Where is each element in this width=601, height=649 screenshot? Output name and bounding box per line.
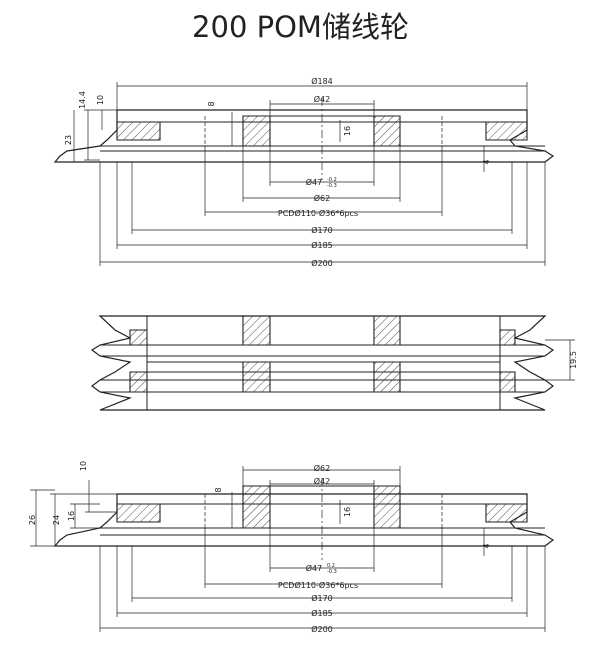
dim-d62: Ø62: [314, 193, 330, 203]
dim-pitch: 19.5: [569, 351, 578, 369]
dim-d200: Ø200: [311, 624, 333, 634]
dim-d62: Ø62: [314, 463, 330, 473]
dim-h8: 8: [207, 101, 216, 106]
dim-h8: 8: [214, 487, 223, 492]
dim-d47: Ø47: [306, 563, 322, 573]
dim-h4: 4: [482, 543, 491, 548]
dim-h16: 16: [343, 126, 352, 136]
dim-h23: 23: [64, 135, 73, 145]
dim-d185: Ø185: [311, 608, 333, 618]
dim-d47-tol-minus: -0.3: [327, 183, 337, 189]
bottom-section-view: Ø62 Ø42 10 8 16 16 24 26 4 Ø47 0.2 -0.3: [28, 461, 555, 634]
dim-h24: 24: [52, 515, 61, 525]
middle-stacked-view: 19.5: [90, 315, 578, 411]
drawing-title: 200 POM储线轮: [192, 10, 409, 44]
dim-d47-tol-plus: -0.2: [327, 177, 337, 183]
dim-d200: Ø200: [311, 258, 333, 268]
dim-pcd: PCDØ110-Ø36*6pcs: [278, 208, 358, 218]
dim-d185: Ø185: [311, 240, 333, 250]
dim-h26: 26: [28, 515, 37, 525]
dim-h4: 4: [482, 159, 491, 164]
dim-d47-tol-plus: 0.2: [327, 563, 335, 569]
dim-h10: 10: [79, 461, 88, 471]
dim-d47-tol-minus: -0.3: [327, 569, 337, 575]
dim-d184: Ø184: [311, 76, 333, 86]
top-section-view: Ø184 Ø42 8 16 4 Ø47 -0.2 -0.3 Ø62 PCDØ11…: [53, 76, 555, 268]
dim-h144: 14.4: [78, 91, 87, 109]
dim-d42: Ø42: [314, 94, 330, 104]
dim-d170: Ø170: [311, 225, 333, 235]
dim-h16-right: 16: [343, 507, 352, 517]
dim-h10: 10: [96, 95, 105, 105]
dim-pcd: PCDØ110-Ø36*6pcs: [278, 580, 358, 590]
dim-d47: Ø47: [306, 177, 322, 187]
dim-d42: Ø42: [314, 476, 330, 486]
dim-d170: Ø170: [311, 593, 333, 603]
dim-h16-left: 16: [67, 511, 76, 521]
